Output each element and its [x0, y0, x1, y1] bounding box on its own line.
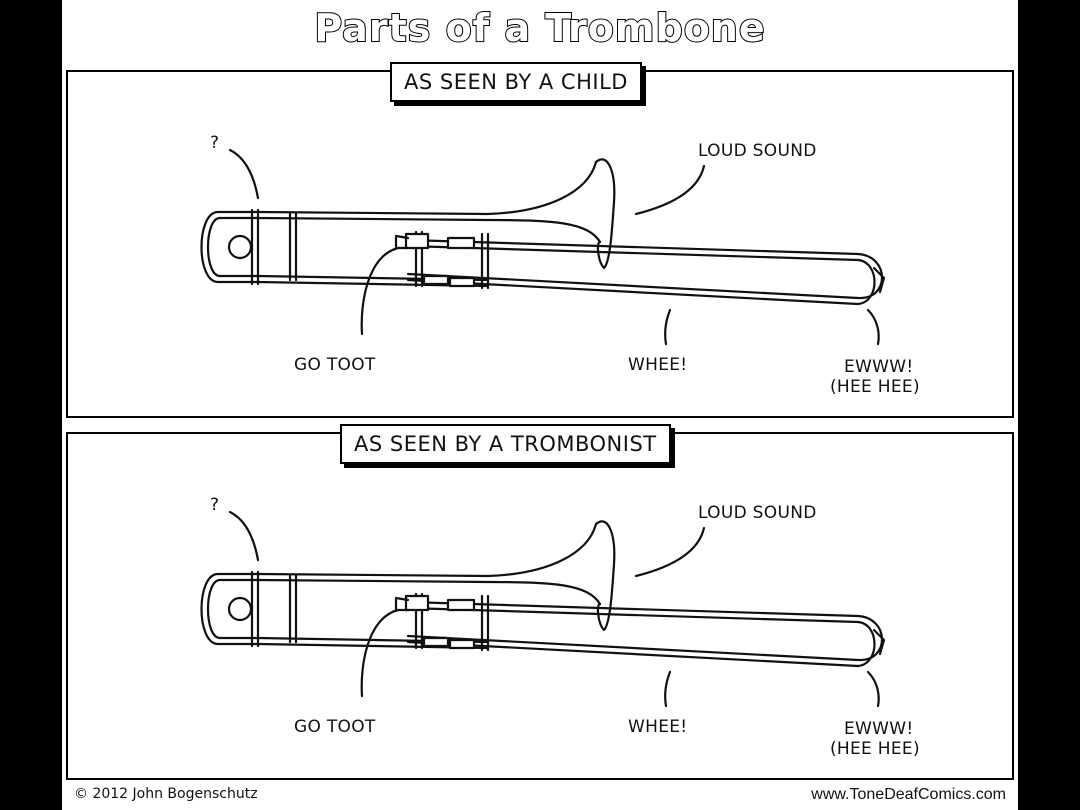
bell-flare	[594, 158, 616, 270]
comic-title: Parts of a Trombone	[313, 5, 766, 51]
label-question: ?	[210, 495, 219, 515]
label-ewww: EWWW!	[844, 719, 913, 739]
bell-crook-inner	[206, 216, 260, 278]
bell-flare	[594, 520, 616, 632]
bell-crook	[200, 572, 260, 646]
panel-trombonist: AS SEEN BY A TROMBONIST	[66, 424, 1014, 780]
bell-tube	[256, 522, 598, 578]
label-hee-hee: (HEE HEE)	[830, 377, 920, 397]
label-whee: WHEE!	[628, 355, 687, 375]
label-go-toot: GO TOOT	[294, 355, 376, 375]
label-ewww: EWWW!	[844, 357, 913, 377]
copyright-notice: © 2012 John Bogenschutz	[74, 786, 258, 802]
trombone-drawing: ? LOUD SOUND GO TOOT WHEE! EWWW! (HEE HE…	[200, 133, 920, 397]
trombone-drawing: ? LOUD SOUND GO TOOT WHEE! EWWW! (HEE HE…	[200, 495, 920, 759]
label-whee: WHEE!	[628, 717, 687, 737]
slide-crook	[856, 614, 883, 662]
website-link[interactable]: www.ToneDeafComics.com	[811, 786, 1006, 803]
comic-strip: Parts of a Trombone AS SEEN BY A CHILD	[62, 0, 1018, 810]
label-loud-sound: LOUD SOUND	[698, 503, 817, 523]
bell-crook-inner	[206, 578, 260, 640]
panel-caption: AS SEEN BY A TROMBONIST	[340, 424, 671, 464]
panel-caption: AS SEEN BY A CHILD	[390, 62, 642, 102]
water-key	[227, 234, 253, 260]
label-question: ?	[210, 133, 219, 153]
mouthpiece	[394, 234, 410, 250]
label-loud-sound: LOUD SOUND	[698, 141, 817, 161]
label-go-toot: GO TOOT	[294, 717, 376, 737]
mouthpiece	[394, 596, 410, 612]
bell-tube	[256, 160, 598, 216]
label-hee-hee: (HEE HEE)	[830, 739, 920, 759]
panel-child: AS SEEN BY A CHILD	[66, 62, 1014, 418]
water-key	[227, 596, 253, 622]
slide-crook	[856, 252, 883, 300]
bell-crook	[200, 210, 260, 284]
